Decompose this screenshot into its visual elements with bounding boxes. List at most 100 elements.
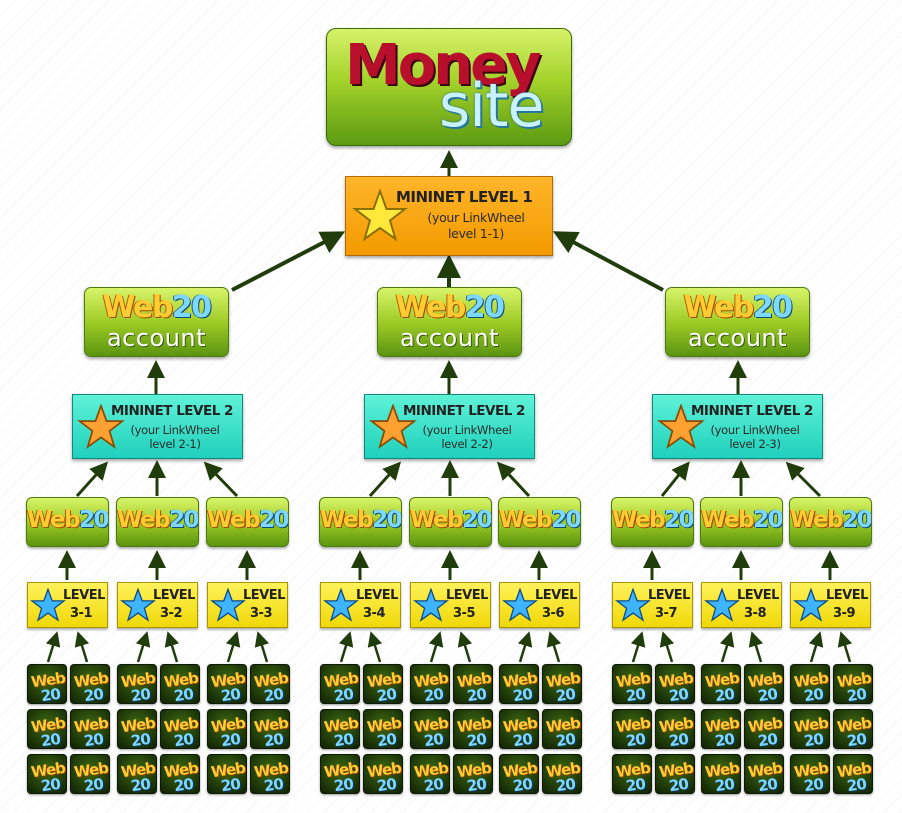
level3-number: 3-7 xyxy=(655,606,678,621)
level3-title: LEVEL xyxy=(356,588,398,603)
tile-20: 20 xyxy=(262,684,285,704)
web20-account-logo: Web20 xyxy=(666,290,809,325)
web20-logo: Web20 xyxy=(612,507,693,533)
tile-20: 20 xyxy=(129,774,152,794)
web20-account-20: 20 xyxy=(464,290,505,325)
web20-account-word: account xyxy=(399,324,500,352)
star-icon xyxy=(704,588,740,622)
tile-20: 20 xyxy=(624,774,647,794)
tile-20: 20 xyxy=(172,684,195,704)
arrow-up-icon xyxy=(660,461,690,497)
web20-logo-web: Web xyxy=(207,507,261,533)
arrow-up-icon xyxy=(517,631,533,663)
level3-box: LEVEL 3-4 xyxy=(320,582,401,628)
tile-20: 20 xyxy=(802,774,825,794)
arrow-up-icon xyxy=(659,631,675,663)
level3-number: 3-4 xyxy=(363,606,386,621)
tile-20: 20 xyxy=(82,774,105,794)
mininet-level2-box: MININET LEVEL 2 (your LinkWheel level 2-1… xyxy=(72,394,243,459)
level3-title: LEVEL xyxy=(648,588,690,603)
tile-20: 20 xyxy=(219,684,242,704)
arrow-up-icon xyxy=(428,631,444,663)
mininet-level2-box: MININET LEVEL 2(your LinkWheel level 2-2… xyxy=(364,394,535,459)
level3-title: LEVEL xyxy=(153,588,195,603)
level3-box: LEVEL 3-3 xyxy=(207,582,288,628)
web20-box: Web20 xyxy=(498,497,581,547)
arrow-up-icon xyxy=(368,461,402,498)
tile-20: 20 xyxy=(332,684,355,704)
web20-account-20: 20 xyxy=(752,290,793,325)
tile-20: 20 xyxy=(554,774,577,794)
arrow-up-icon xyxy=(135,631,151,663)
tile-20: 20 xyxy=(554,684,577,704)
level3-number: 3-3 xyxy=(250,606,273,621)
tile-20: 20 xyxy=(465,774,488,794)
web20-logo-20: 20 xyxy=(462,507,492,533)
tile-20: 20 xyxy=(624,729,647,749)
level2-subtitle: (your LinkWheel level 2-1) xyxy=(130,423,220,451)
web20-box: Web20 xyxy=(700,497,783,547)
web20-logo-web: Web xyxy=(499,507,553,533)
level2-title: MININET LEVEL 2 xyxy=(111,403,233,419)
tile-20: 20 xyxy=(332,729,355,749)
tile-20: 20 xyxy=(39,774,62,794)
web20-logo-20: 20 xyxy=(259,507,289,533)
star-icon xyxy=(323,588,359,622)
web20-logo-20: 20 xyxy=(842,507,872,533)
web20-box: Web20 xyxy=(409,497,492,547)
web20-account-word: account xyxy=(687,324,788,352)
tile-20: 20 xyxy=(129,729,152,749)
web20-account-web: Web xyxy=(395,290,466,325)
web20-logo-web: Web xyxy=(320,507,374,533)
web20-logo-web: Web xyxy=(410,507,464,533)
arrow-up-icon xyxy=(254,631,270,663)
web20-logo-20: 20 xyxy=(169,507,199,533)
level3-title: LEVEL xyxy=(826,588,868,603)
star-icon xyxy=(369,404,417,449)
arrow-up-icon xyxy=(225,631,241,663)
level3-box: LEVEL 3-7 xyxy=(612,582,693,628)
web20-logo: Web20 xyxy=(320,507,401,533)
tile-20: 20 xyxy=(802,729,825,749)
level3-title: LEVEL xyxy=(243,588,285,603)
web20-account-web: Web xyxy=(683,290,754,325)
tile-20: 20 xyxy=(845,684,868,704)
web20-account-web: Web xyxy=(102,290,173,325)
arrow-up-icon xyxy=(338,631,354,663)
star-icon xyxy=(210,588,246,622)
star-icon xyxy=(413,588,449,622)
tile-20: 20 xyxy=(422,774,445,794)
tile-20: 20 xyxy=(465,684,488,704)
web20-logo: Web20 xyxy=(499,507,580,533)
money-site-box: Money site xyxy=(326,28,572,146)
level2-title: MININET LEVEL 2 xyxy=(691,403,813,419)
tile-20: 20 xyxy=(375,684,398,704)
web20-box: Web20 xyxy=(319,497,402,547)
money-site-word-money: Money xyxy=(345,33,542,98)
tile-20: 20 xyxy=(511,684,534,704)
